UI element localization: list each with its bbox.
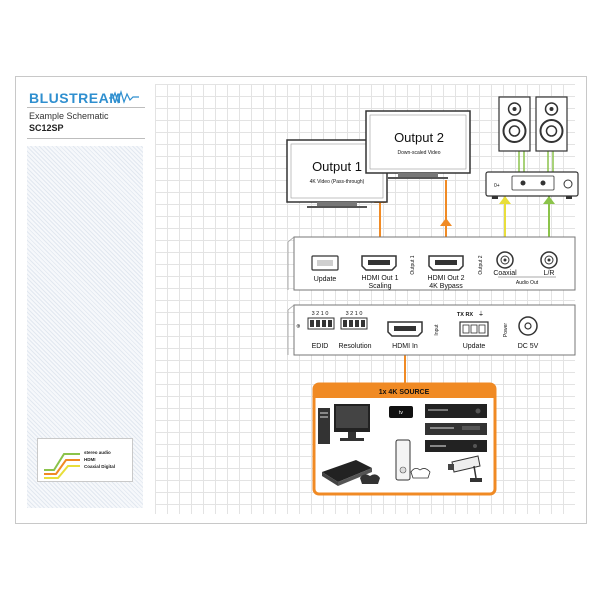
legend-coaxial: Coaxial Digital	[84, 464, 116, 469]
divider	[27, 138, 145, 139]
output1-subtitle: 4K Video (Pass-through)	[310, 179, 365, 185]
divider	[27, 107, 145, 108]
bypass-label: 4K Bypass	[429, 283, 463, 290]
input-tag: Input	[434, 324, 440, 336]
resolution-digits: 3 2 1 0	[346, 311, 363, 317]
input-panel: 3 2 1 0 EDID ⊕ 3 2 1 0 Resolution HDMI I…	[287, 304, 576, 356]
coaxial-label: Coaxial	[493, 270, 517, 277]
output1-title: Output 1	[312, 159, 362, 174]
playstation-icon	[322, 460, 380, 486]
left-speaker-icon	[498, 96, 531, 152]
output2-tag: Output 2	[478, 255, 484, 274]
amplifier-label: 0+	[494, 183, 500, 189]
amplifier-icon: 0+	[485, 171, 579, 199]
edid-digits: 3 2 1 0	[312, 311, 329, 317]
pc-icon	[318, 404, 370, 444]
brand-name: BLUSTREAM	[29, 90, 122, 106]
hdmi-out-1-label: HDMI Out 1	[362, 275, 399, 282]
source-title: 1x 4K SOURCE	[379, 389, 430, 396]
output-panel: Update HDMI Out 1 Scaling Output 1 HDMI …	[287, 236, 576, 291]
title-block: BLUSTREAM Example Schematic SC12SP stere…	[25, 84, 145, 514]
cable-legend: stereo audio HDMI Coaxial Digital	[37, 438, 133, 482]
sky-box-icon	[425, 440, 487, 452]
hdmi-in-label: HDMI In	[392, 343, 418, 350]
resolution-label: Resolution	[338, 343, 371, 350]
output2-title: Output 2	[394, 130, 444, 145]
update-terminal-label: Update	[463, 343, 486, 350]
edid-label: EDID	[312, 343, 329, 350]
lr-label: L/R	[544, 270, 555, 277]
right-speaker-icon	[535, 96, 568, 152]
output1-tag: Output 1	[410, 255, 416, 274]
hdmi-out-2-label: HDMI Out 2	[428, 275, 465, 282]
media-player-icon	[425, 423, 487, 435]
model-number: SC12SP	[29, 123, 64, 133]
svg-text:⊕: ⊕	[296, 324, 302, 328]
legend-hdmi: HDMI	[84, 457, 96, 462]
security-camera-icon	[448, 455, 482, 482]
audio-out-label: Audio Out	[516, 280, 539, 286]
output2-subtitle: Down-scaled Video	[398, 150, 441, 156]
ground-icon: ⏚	[478, 311, 484, 318]
output2-display: Output 2 Down-scaled Video	[365, 110, 471, 179]
power-tag: Power	[503, 323, 509, 338]
waveform-icon	[109, 90, 139, 104]
appletv-icon: tv	[389, 406, 413, 418]
dc-label: DC 5V	[518, 343, 539, 350]
legend-stereo-audio: stereo audio	[84, 450, 111, 455]
update-usb-label: Update	[314, 276, 337, 283]
tx-rx-label: TX RX	[457, 312, 474, 318]
audio-cables	[499, 150, 555, 250]
legend-lines	[44, 453, 80, 479]
xbox-icon	[395, 439, 431, 481]
bluray-player-icon	[425, 404, 487, 418]
brand-logo: BLUSTREAM	[29, 90, 139, 106]
scaling-label: Scaling	[369, 283, 392, 290]
appletv-label: tv	[399, 410, 403, 416]
source-box: 1x 4K SOURCE tv	[312, 382, 497, 496]
schematic-subtitle: Example Schematic	[29, 111, 109, 121]
